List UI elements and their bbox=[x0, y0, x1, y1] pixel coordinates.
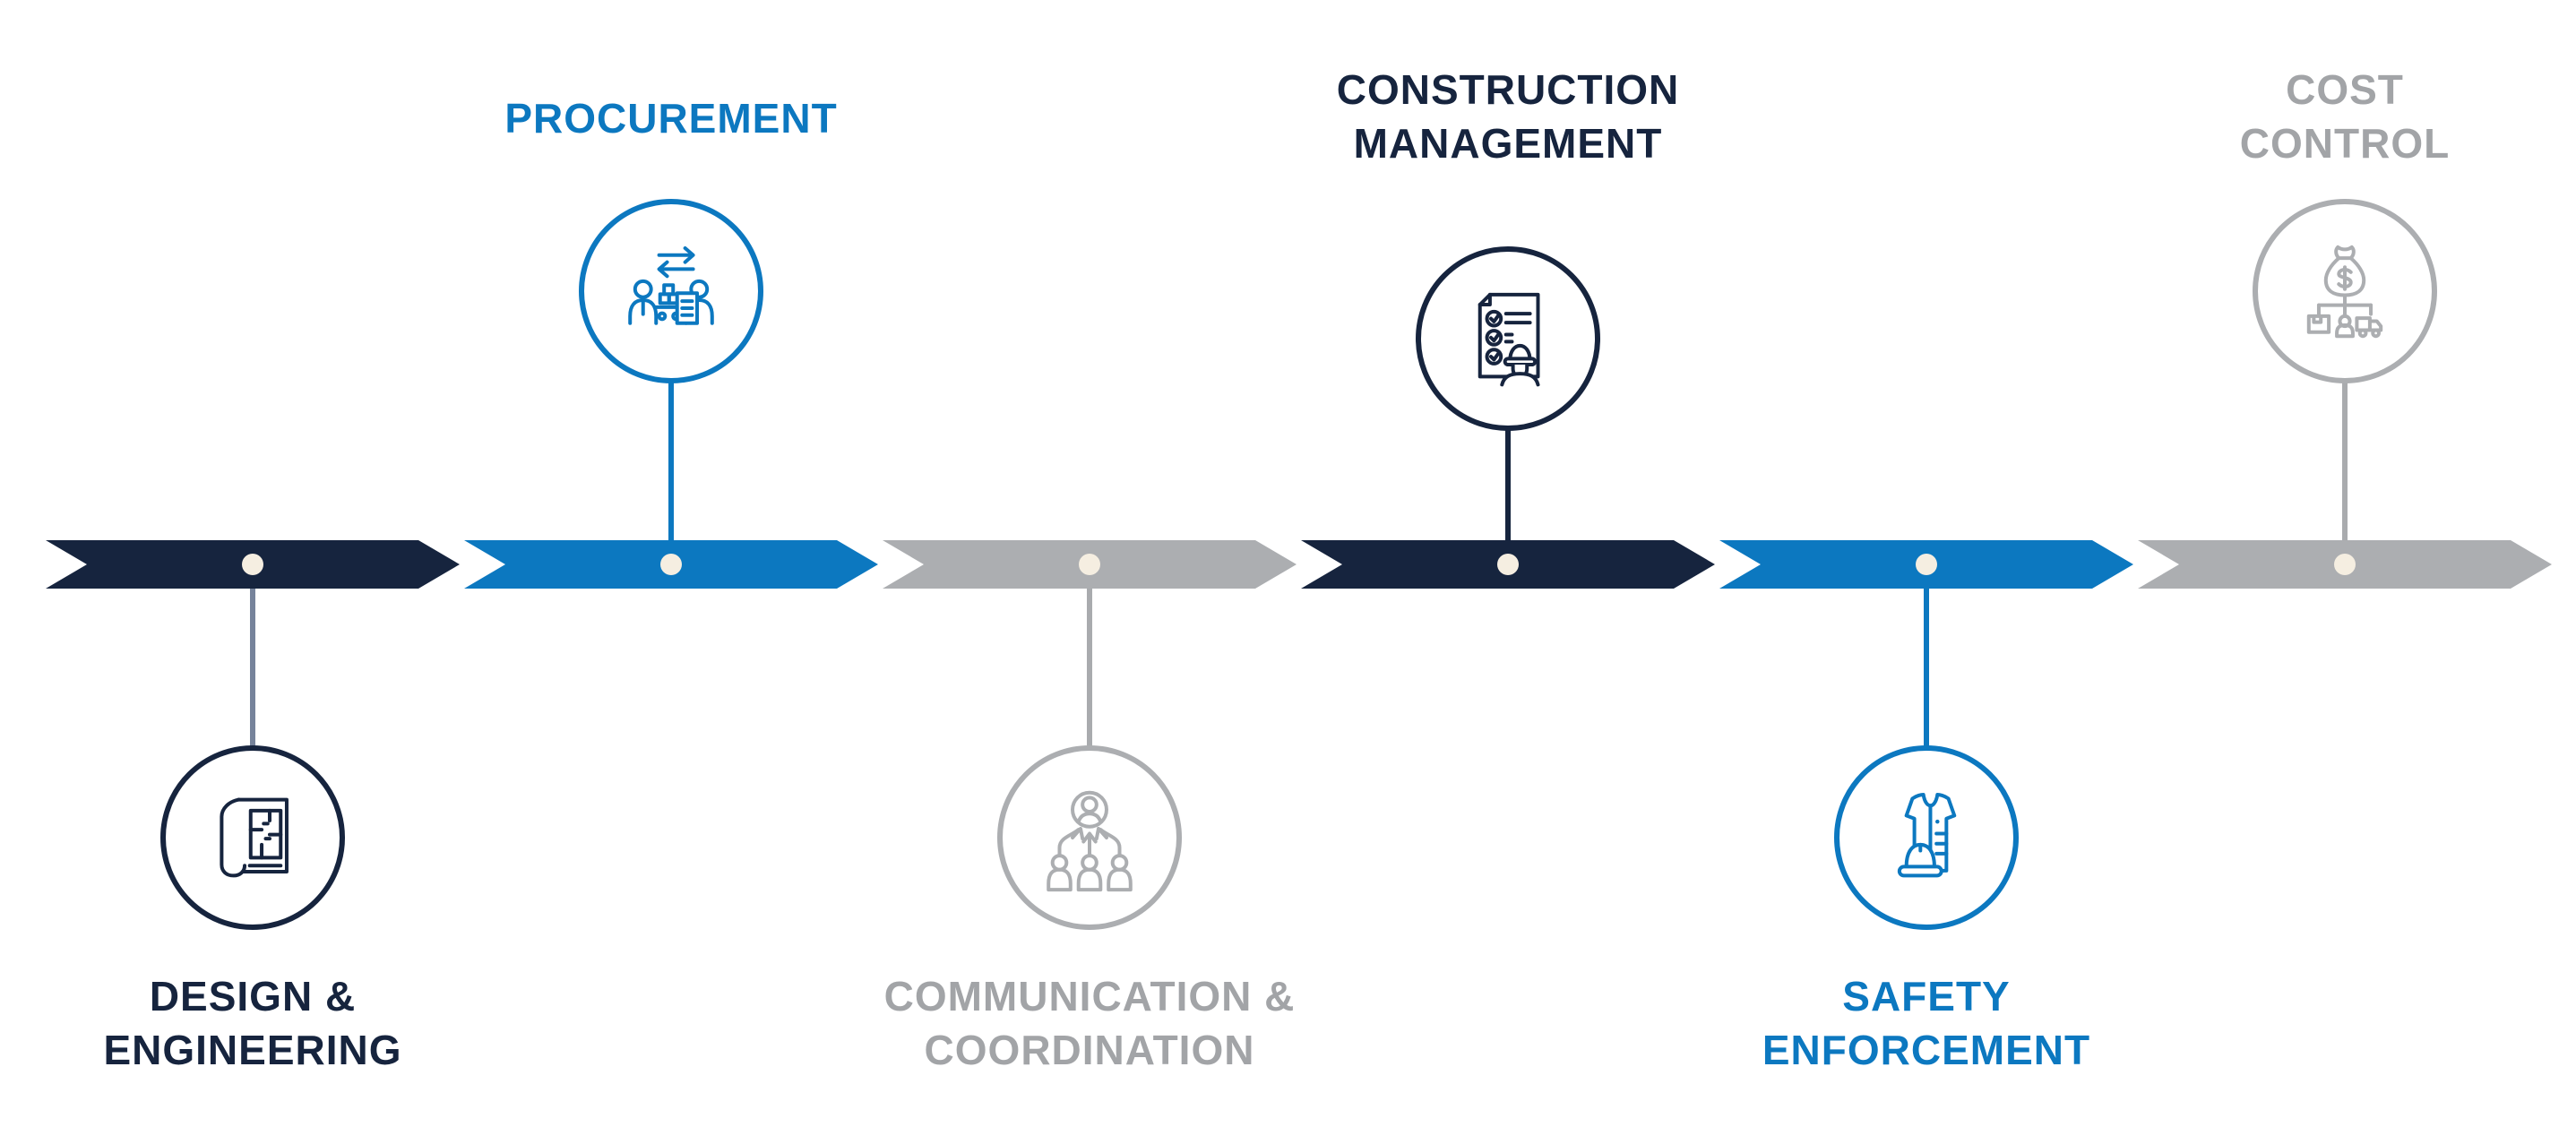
stage-label-line: COMMUNICATION & bbox=[883, 973, 1296, 1019]
stage-label-line: DESIGN & bbox=[149, 973, 357, 1019]
stage-construction-management: CONSTRUCTION MANAGEMENT bbox=[1275, 0, 1741, 1127]
stage-label-line: CONSTRUCTION bbox=[1336, 66, 1680, 113]
connector-line bbox=[1505, 427, 1511, 541]
stage-icon-circle bbox=[579, 199, 763, 383]
stage-label: PROCUREMENT bbox=[402, 91, 940, 145]
stage-label: CONSTRUCTION MANAGEMENT bbox=[1239, 63, 1777, 170]
stage-icon-circle bbox=[1416, 246, 1600, 431]
stage-label-line: ENFORCEMENT bbox=[1762, 1027, 2091, 1073]
timeline-dot bbox=[2334, 554, 2356, 575]
stage-label-line: ENGINEERING bbox=[103, 1027, 402, 1073]
stage-label: COST CONTROL bbox=[2076, 63, 2576, 170]
connector-line bbox=[1087, 581, 1092, 751]
timeline-dot bbox=[1079, 554, 1100, 575]
stage-icon-circle bbox=[997, 745, 1182, 930]
timeline-dot bbox=[1916, 554, 1937, 575]
stage-icon-circle bbox=[160, 745, 345, 930]
stage-icon-circle bbox=[2253, 199, 2437, 383]
money-allocation-icon bbox=[2285, 231, 2405, 351]
stage-label: SAFETY ENFORCEMENT bbox=[1658, 969, 2195, 1077]
stage-label-line: CONTROL bbox=[2239, 120, 2451, 167]
stage-label: DESIGN & ENGINEERING bbox=[0, 969, 521, 1077]
timeline-dot bbox=[1497, 554, 1519, 575]
stage-communication-coordination: COMMUNICATION & COORDINATION bbox=[857, 0, 1322, 1127]
connector-line bbox=[668, 380, 674, 541]
timeline-dot bbox=[660, 554, 682, 575]
connector-line bbox=[250, 581, 255, 751]
stage-label-line: COST bbox=[2286, 66, 2404, 113]
stage-safety-enforcement: SAFETY ENFORCEMENT bbox=[1693, 0, 2159, 1127]
connector-line bbox=[2342, 380, 2348, 541]
timeline-dot bbox=[242, 554, 263, 575]
connector-line bbox=[1924, 581, 1929, 751]
checklist-worker-icon bbox=[1448, 279, 1568, 399]
buyer-supplier-exchange-icon bbox=[611, 231, 731, 351]
org-chart-icon bbox=[1030, 778, 1150, 898]
stage-label: COMMUNICATION & COORDINATION bbox=[821, 969, 1358, 1077]
stage-cost-control: COST CONTROL bbox=[2112, 0, 2576, 1127]
stage-label-line: SAFETY bbox=[1842, 973, 2011, 1019]
stage-label-line: COORDINATION bbox=[924, 1027, 1255, 1073]
stage-design-engineering: DESIGN & ENGINEERING bbox=[20, 0, 486, 1127]
blueprint-icon bbox=[193, 778, 313, 898]
stage-label-line: PROCUREMENT bbox=[504, 95, 838, 142]
stage-icon-circle bbox=[1834, 745, 2019, 930]
stage-procurement: PROCUREMENT bbox=[438, 0, 904, 1127]
stage-label-line: MANAGEMENT bbox=[1353, 120, 1663, 167]
safety-vest-icon bbox=[1866, 778, 1986, 898]
